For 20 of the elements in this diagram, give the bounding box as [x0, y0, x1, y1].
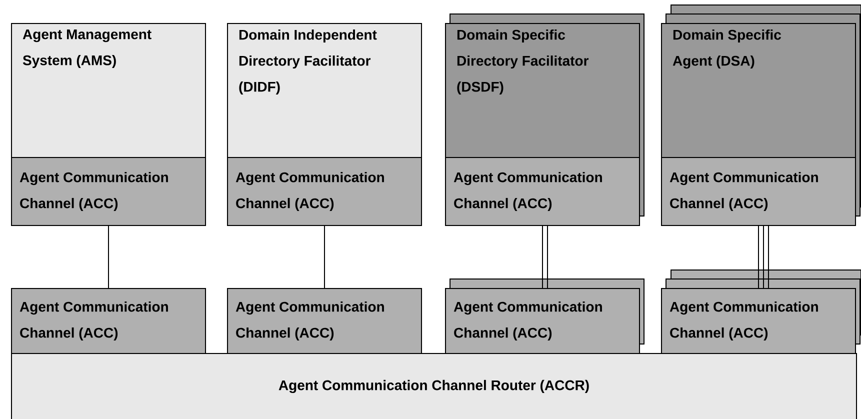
channel-box: Agent Communication Channel (ACC) — [227, 288, 422, 354]
connector-line — [542, 225, 543, 288]
channel-box: Agent Communication Channel (ACC) — [661, 156, 856, 226]
connector-line — [324, 225, 325, 288]
connector-line — [758, 225, 759, 288]
component-box: Agent Management System (AMS) — [11, 23, 206, 158]
component-box: Domain Specific Directory Facilitator (DSDF) — [445, 23, 640, 158]
component-box: Domain Specific Agent (DSA) — [661, 23, 856, 158]
channel-box: Agent Communication Channel (ACC) — [11, 156, 206, 226]
connector-line — [547, 225, 548, 288]
channel-box: Agent Communication Channel (ACC) — [11, 288, 206, 354]
channel-box: Agent Communication Channel (ACC) — [227, 156, 422, 226]
router-box: Agent Communication Channel Router (ACCR) — [11, 352, 857, 419]
component-box: Domain Independent Directory Facilitator (DIDF) — [227, 23, 422, 158]
channel-box: Agent Communication Channel (ACC) — [445, 156, 640, 226]
connector-line — [108, 225, 110, 288]
channel-box: Agent Communication Channel (ACC) — [661, 288, 856, 354]
channel-box: Agent Communication Channel (ACC) — [445, 288, 640, 354]
connector-line — [768, 225, 769, 288]
connector-line — [763, 225, 764, 288]
